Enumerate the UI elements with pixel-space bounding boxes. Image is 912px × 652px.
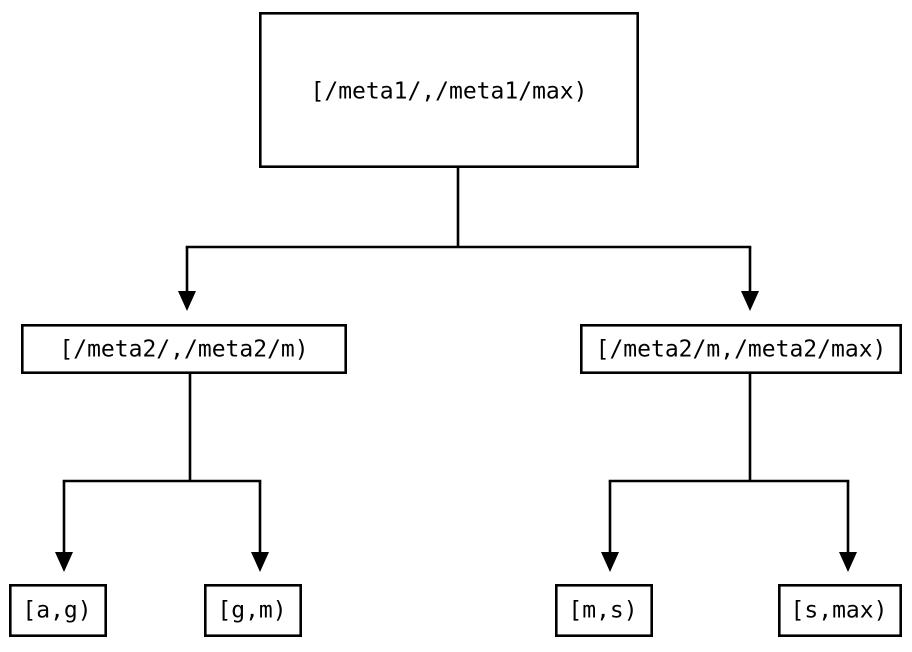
node-leaf-gm-label: [g,m)	[217, 598, 286, 624]
node-leaf-smax-box[interactable]	[777, 583, 902, 637]
node-leaf-gm-box[interactable]	[204, 583, 303, 637]
arrowhead-to-mid-right-icon	[741, 291, 759, 311]
node-mid-left-box[interactable]	[20, 323, 347, 374]
node-mid-left-label: [/meta2/,/meta2/m)	[59, 337, 308, 363]
node-leaf-ms-box[interactable]	[554, 583, 653, 637]
node-mid-right[interactable]: [/meta2/m,/meta2/max)	[579, 323, 902, 374]
node-root-label: [/meta1/,/meta1/max)	[311, 79, 588, 105]
node-root-box[interactable]	[258, 12, 639, 168]
node-leaf-smax-label: [s,max)	[791, 598, 888, 624]
node-leaf-smax[interactable]: [s,max)	[777, 583, 902, 637]
node-leaf-ms[interactable]: [m,s)	[554, 583, 653, 637]
arrowhead-to-leaf-ms-icon	[601, 552, 619, 572]
node-leaf-ms-label: [m,s)	[568, 598, 637, 624]
edge-group-root	[178, 168, 759, 311]
node-leaf-ag-label: [a,g)	[22, 598, 91, 624]
arrowhead-to-leaf-ag-icon	[55, 552, 73, 572]
node-leaf-ag[interactable]: [a,g)	[9, 583, 108, 637]
arrowhead-to-mid-left-icon	[178, 291, 196, 311]
node-leaf-gm[interactable]: [g,m)	[204, 583, 303, 637]
arrowhead-to-leaf-gm-icon	[251, 552, 269, 572]
edge-group-mid-left	[55, 374, 269, 572]
edge-group-mid-right	[601, 374, 857, 572]
node-root[interactable]: [/meta1/,/meta1/max)	[258, 12, 639, 168]
arrowhead-to-leaf-smax-icon	[839, 552, 857, 572]
node-mid-right-label: [/meta2/m,/meta2/max)	[596, 337, 887, 363]
node-mid-right-box[interactable]	[579, 323, 902, 374]
node-mid-left[interactable]: [/meta2/,/meta2/m)	[20, 323, 347, 374]
node-leaf-ag-box[interactable]	[9, 583, 108, 637]
